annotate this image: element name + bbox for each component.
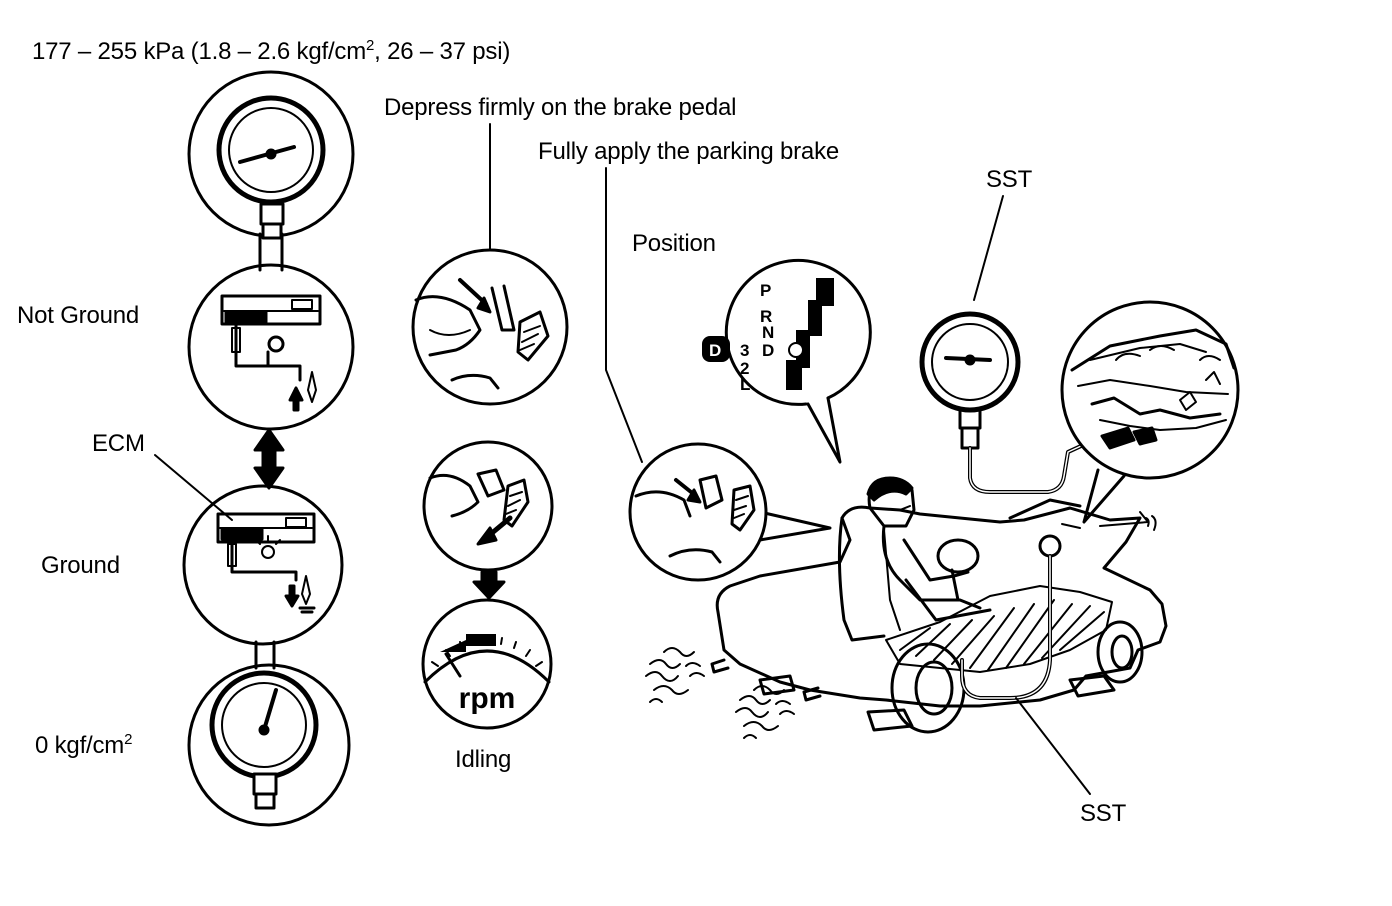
shift-l: L [740,375,750,394]
sst-pressure-gauge [919,311,1096,494]
shift-r: R [760,307,772,326]
position-label: Position [632,230,716,257]
ground-ecm-bubble [182,484,344,646]
rpm-text: rpm [459,682,516,715]
brake-pedal-bubble [411,248,569,406]
zero-pressure-label: 0 kgf/cm2 [35,731,133,759]
shift-p: P [760,281,771,300]
idling-label: Idling [455,746,512,773]
selected-position-badge: D [709,341,721,360]
brake-release-bubble [422,440,554,572]
vehicle-illustration [645,476,1168,739]
sst-top-leader-line [973,195,1004,301]
shift-3: 3 [740,341,749,360]
not-ground-label: Not Ground [17,302,140,329]
shift-position-bubble: P R N D 3 2 L D [702,258,887,550]
top-pressure-gauge-bubble [187,70,355,240]
ground-label: Ground [41,552,120,579]
sst-top-label: SST [986,166,1033,193]
sst-bottom-label: SST [1080,800,1127,827]
shift-n: N [762,323,774,342]
engine-detail-bubble [1060,300,1240,524]
depress-brake-label: Depress firmly on the brake pedal [384,94,737,121]
idle-down-arrow-icon [472,570,506,600]
parking-brake-leader-line [605,167,643,463]
pressure-spec-label: 177 – 255 kPa (1.8 – 2.6 kgf/cm2, 26 – 3… [32,37,511,65]
connector-neck-top [258,232,284,272]
parking-brake-label: Fully apply the parking brake [538,138,840,165]
not-ground-ecm-bubble [187,263,355,431]
tachometer-bubble: rpm [421,598,553,730]
shift-2: 2 [740,359,749,378]
double-arrow-icon [253,428,285,490]
ground-down-arrow-icon [284,584,300,608]
not-ground-up-arrow-icon [288,386,304,412]
shift-d: D [762,341,774,360]
parking-brake-bubble [628,442,832,582]
ecm-leader-line [154,454,233,521]
bottom-pressure-gauge-bubble [187,663,351,827]
sst-bottom-leader-line [1015,697,1091,795]
ecm-label: ECM [92,430,145,457]
